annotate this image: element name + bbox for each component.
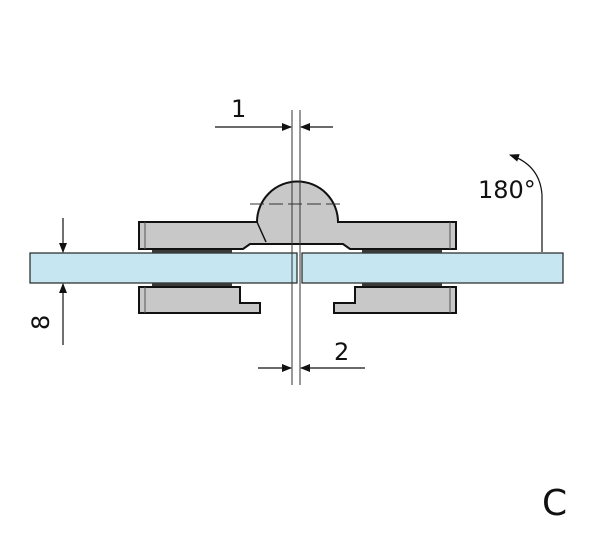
rotation-arrow — [509, 154, 543, 252]
gaskets — [152, 248, 442, 288]
hinge-top-body — [138, 180, 457, 250]
clamp-plate-right — [333, 286, 457, 314]
center-lines — [250, 110, 345, 385]
figure-label: C — [542, 483, 567, 524]
glass-pane-left — [29, 252, 298, 284]
dimension-label-thickness: 8 — [27, 315, 55, 330]
glass-pane-right — [301, 252, 564, 284]
angle-label: 180° — [478, 176, 536, 204]
dimension-label-bottom: 2 — [334, 338, 349, 366]
dimension-label-top: 1 — [231, 95, 246, 123]
clamp-plate-left — [138, 286, 261, 314]
